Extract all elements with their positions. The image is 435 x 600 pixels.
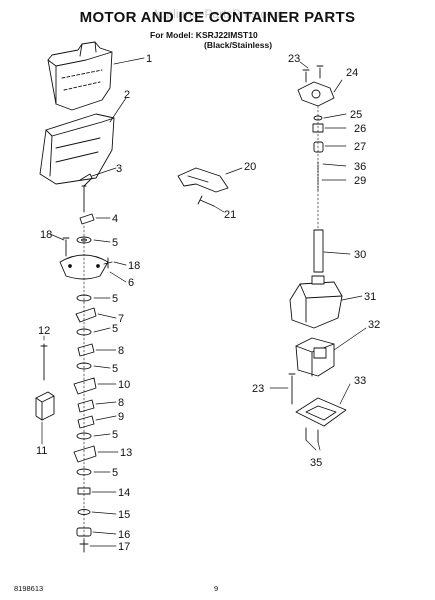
part-auger-shaft[interactable] bbox=[79, 173, 93, 213]
callout-13: 13 bbox=[120, 447, 132, 459]
callout-5d: 5 bbox=[112, 363, 118, 375]
part-right-stack[interactable] bbox=[297, 65, 335, 273]
callout-17: 17 bbox=[118, 541, 130, 553]
model-info: For Model: KSRJ22IMST10 (Black/Stainless… bbox=[150, 30, 272, 50]
callout-21: 21 bbox=[224, 209, 236, 221]
callout-20: 20 bbox=[244, 161, 256, 173]
callout-18b: 18 bbox=[128, 260, 140, 272]
callout-1: 1 bbox=[146, 53, 152, 65]
callout-18a: 18 bbox=[40, 229, 52, 241]
callout-5b: 5 bbox=[112, 293, 118, 305]
callout-6: 6 bbox=[128, 277, 134, 289]
callout-3: 3 bbox=[116, 163, 122, 175]
callout-33: 33 bbox=[354, 375, 366, 387]
callout-8a: 8 bbox=[118, 345, 124, 357]
callout-25: 25 bbox=[350, 109, 362, 121]
callout-23b: 23 bbox=[252, 383, 264, 395]
callout-10: 10 bbox=[118, 379, 130, 391]
callout-12: 12 bbox=[38, 325, 50, 337]
part-32-motor[interactable] bbox=[295, 337, 335, 377]
callout-5e: 5 bbox=[112, 429, 118, 441]
callout-4: 4 bbox=[112, 213, 118, 225]
variant-line: (Black/Stainless) bbox=[204, 40, 273, 50]
part-ice-bin[interactable] bbox=[39, 113, 115, 185]
callout-30: 30 bbox=[354, 249, 366, 261]
callout-27: 27 bbox=[354, 141, 366, 153]
callout-23a: 23 bbox=[288, 53, 300, 65]
callout-5c: 5 bbox=[112, 323, 118, 335]
callout-11: 11 bbox=[36, 445, 47, 457]
callout-31: 31 bbox=[364, 291, 376, 303]
callout-32: 32 bbox=[368, 319, 380, 331]
part-23-lower-screw[interactable] bbox=[288, 373, 296, 405]
callout-15: 15 bbox=[118, 509, 130, 521]
callout-14: 14 bbox=[118, 487, 130, 499]
leader-lines bbox=[41, 57, 367, 547]
part-12-pin[interactable] bbox=[40, 343, 48, 381]
callout-8b: 8 bbox=[118, 397, 124, 409]
callout-5f: 5 bbox=[112, 467, 118, 479]
part-stack[interactable] bbox=[59, 213, 113, 553]
part-31-motor-housing[interactable] bbox=[289, 275, 343, 329]
callout-24: 24 bbox=[346, 67, 358, 79]
callout-29: 29 bbox=[354, 175, 366, 187]
part-20-bracket[interactable] bbox=[177, 167, 229, 193]
part-ice-container[interactable] bbox=[47, 41, 113, 111]
document-number: 8198613 bbox=[14, 584, 44, 593]
page-number: 9 bbox=[214, 584, 219, 593]
part-11-block[interactable] bbox=[35, 391, 55, 421]
callout-5a: 5 bbox=[112, 237, 118, 249]
part-35-screws[interactable] bbox=[305, 427, 319, 443]
callout-16: 16 bbox=[118, 529, 130, 541]
part-21-screw[interactable] bbox=[197, 195, 215, 207]
callout-9b: 9 bbox=[118, 411, 124, 423]
callout-7: 7 bbox=[118, 313, 124, 325]
page-title: MOTOR AND ICE CONTAINER PARTS bbox=[79, 9, 356, 26]
part-33-plate[interactable] bbox=[295, 397, 347, 427]
callout-26: 26 bbox=[354, 123, 366, 135]
callout-35: 35 bbox=[310, 457, 322, 469]
callout-labels: 1 2 3 4 5 18 6 18 5 7 5 8 5 9 10 8 9 5 1… bbox=[36, 53, 380, 553]
model-line: For Model: KSRJ22IMST10 bbox=[150, 30, 258, 40]
callout-2: 2 bbox=[124, 89, 130, 101]
callout-36: 36 bbox=[354, 161, 366, 173]
